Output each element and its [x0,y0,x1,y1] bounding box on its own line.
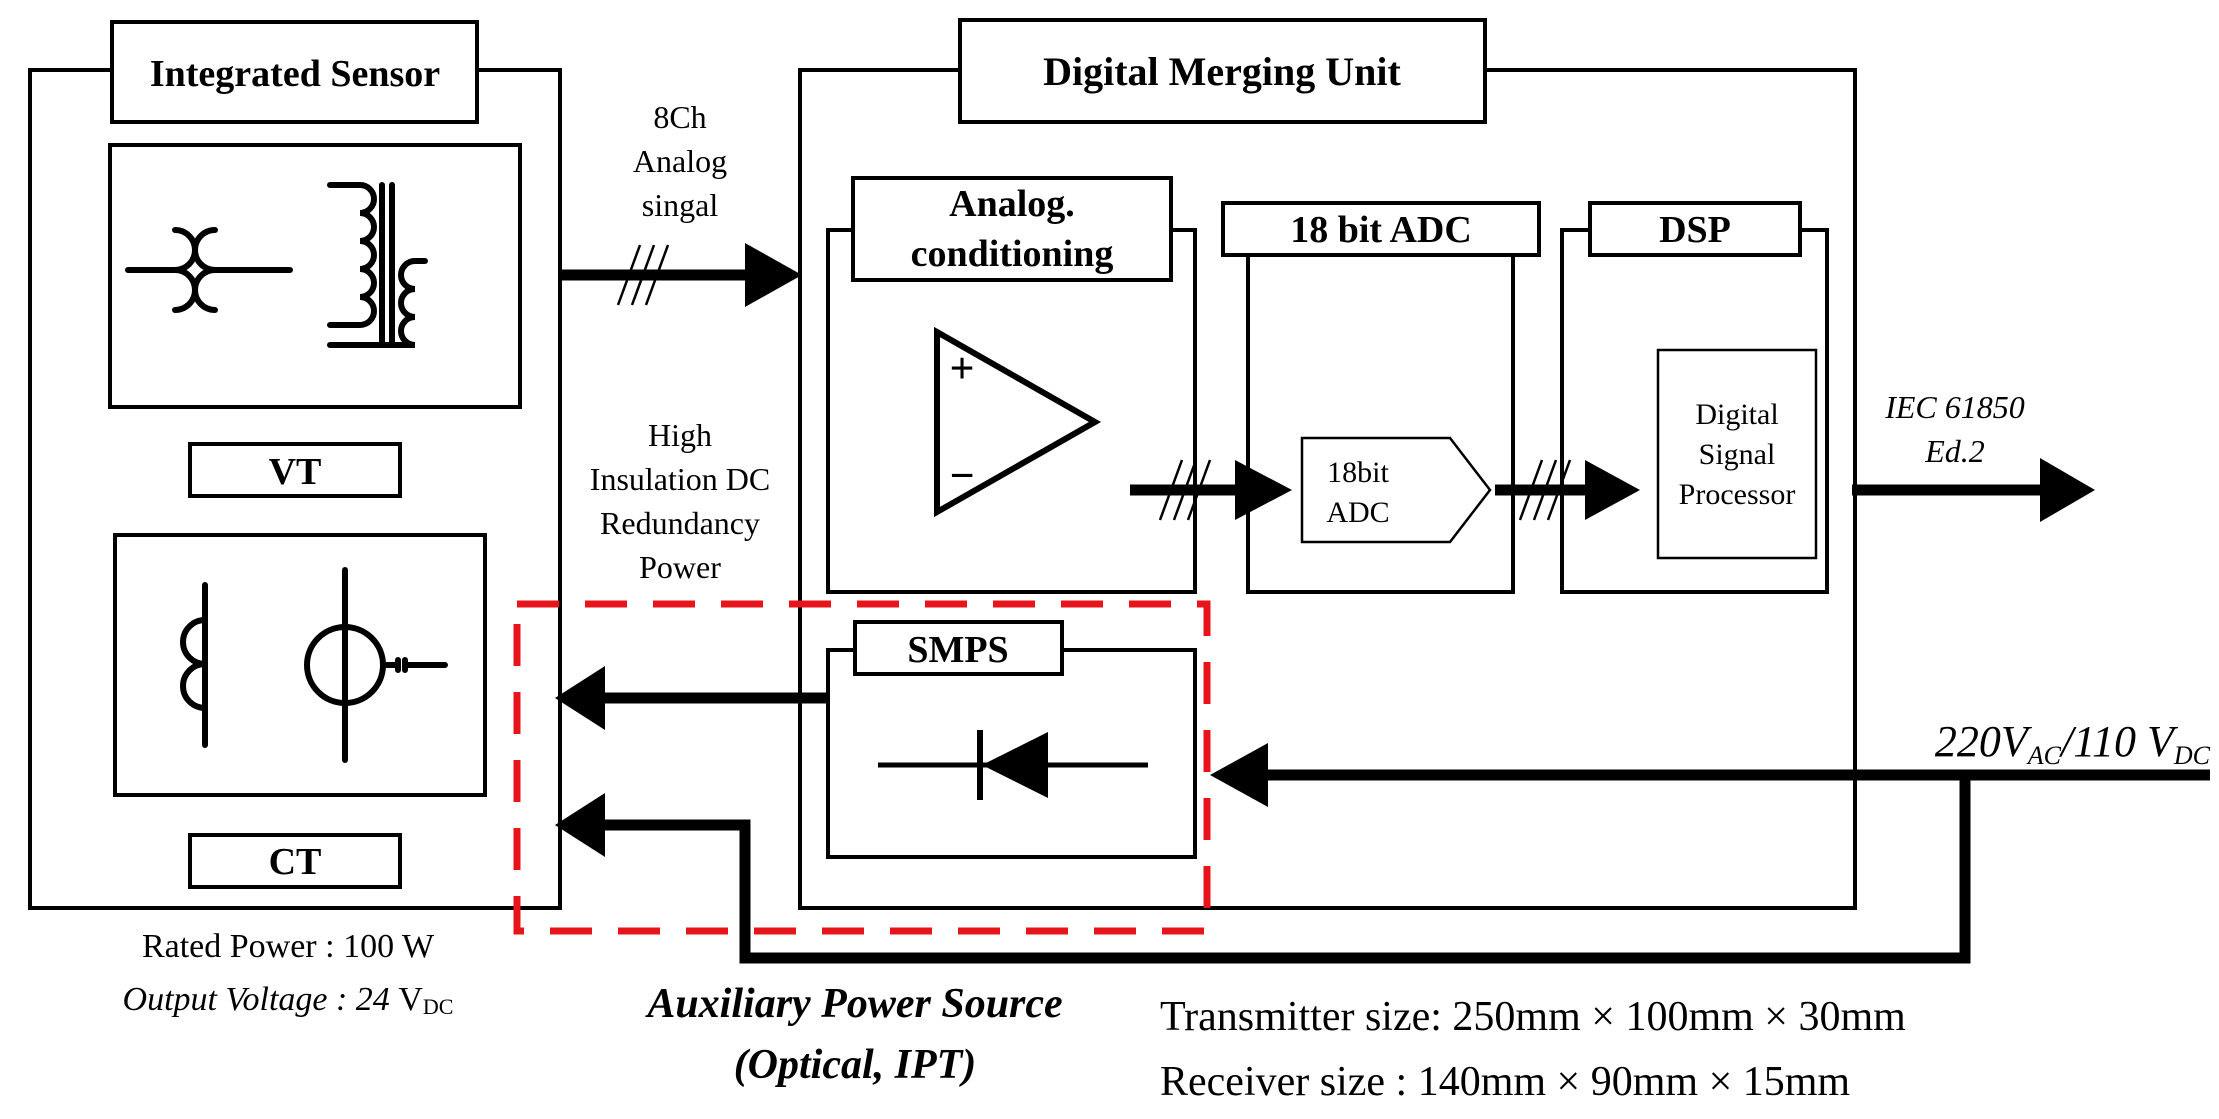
op-amp-symbol: + − [934,326,1102,518]
adc-symbol-line2: ADC [1326,496,1389,529]
dsp-processor-line3: Processor [1679,478,1796,511]
analog-conditioning-line1: Analog. [949,183,1075,225]
analog-conditioning-block: Analog. conditioning + − [826,176,1197,594]
ct-label-box: CT [188,833,402,889]
analog-signal-label: 8Ch Analog singal [633,99,727,223]
diode-symbol [878,730,1148,800]
adc-to-dsp-arrow [1495,459,1640,521]
dsp-header: DSP [1659,209,1731,251]
auxiliary-feed-arrow [555,775,1971,964]
digital-merging-unit-title: Digital Merging Unit [1043,49,1401,94]
auxiliary-power-title: Auxiliary Power Source [644,981,1062,1027]
auxiliary-power-source-boundary [513,600,1211,935]
supply-input-arrow [1210,743,2210,807]
adc-symbol-line1: 18bit [1327,456,1389,489]
adc-block: 18 bit ADC 18bit ADC [1221,201,1541,594]
smps-block: SMPS [826,620,1197,859]
redundancy-power-line2: Insulation DC [590,461,770,497]
opamp-to-adc-arrow [1130,459,1292,521]
receiver-size-text: Receiver size : 140mm × 90mm × 15mm [1160,1059,1850,1105]
adc-header: 18 bit ADC [1290,209,1472,251]
analog-signal-arrow [560,243,802,307]
adc-symbol: 18bit ADC [1300,436,1492,544]
integrated-sensor-block: Integrated Sensor VT [28,20,562,910]
redundancy-power-line1: High [648,417,712,453]
transmitter-size-text: Transmitter size: 250mm × 100mm × 30mm [1160,994,1906,1040]
auxiliary-power-subtitle: (Optical, IPT) [734,1042,977,1088]
redundancy-power-label: High Insulation DC Redundancy Power [590,417,770,585]
redundancy-power-arrow [555,666,828,730]
dsp-processor-line1: Digital [1695,398,1778,431]
op-amp-plus: + [949,344,974,393]
redundancy-power-line3: Redundancy [600,505,760,541]
vt-symbol [108,143,522,409]
dsp-processor-box: Digital Signal Processor [1656,348,1818,560]
supply-voltage-label: 220VAC/110 VDC [1935,717,2211,770]
analog-signal-line1: 8Ch [653,99,706,135]
vt-label: VT [269,451,322,493]
output-voltage-text: Output Voltage : 24 VDC [123,981,454,1019]
dsp-processor-line2: Signal [1699,438,1776,471]
vt-label-box: VT [188,442,402,498]
ct-label: CT [269,841,322,883]
iec-output-arrow [1852,458,2095,522]
analog-signal-line2: Analog [633,143,727,179]
analog-conditioning-line2: conditioning [911,233,1114,275]
op-amp-minus: − [949,451,974,500]
smps-label: SMPS [907,629,1008,671]
digital-merging-unit-block: Digital Merging Unit Analog. conditionin… [798,18,1857,910]
redundancy-power-line4: Power [639,549,721,585]
iec-protocol-label: IEC 61850 Ed.2 [1884,389,2025,469]
integrated-sensor-title: Integrated Sensor [150,53,440,95]
rated-power-text: Rated Power : 100 W [142,928,435,965]
analog-signal-line3: singal [642,187,719,223]
iec-protocol-line1: IEC 61850 [1884,389,2025,425]
ct-symbol [113,533,487,797]
dsp-block: DSP Digital Signal Processor [1560,201,1829,594]
iec-protocol-line2: Ed.2 [1924,433,1985,469]
